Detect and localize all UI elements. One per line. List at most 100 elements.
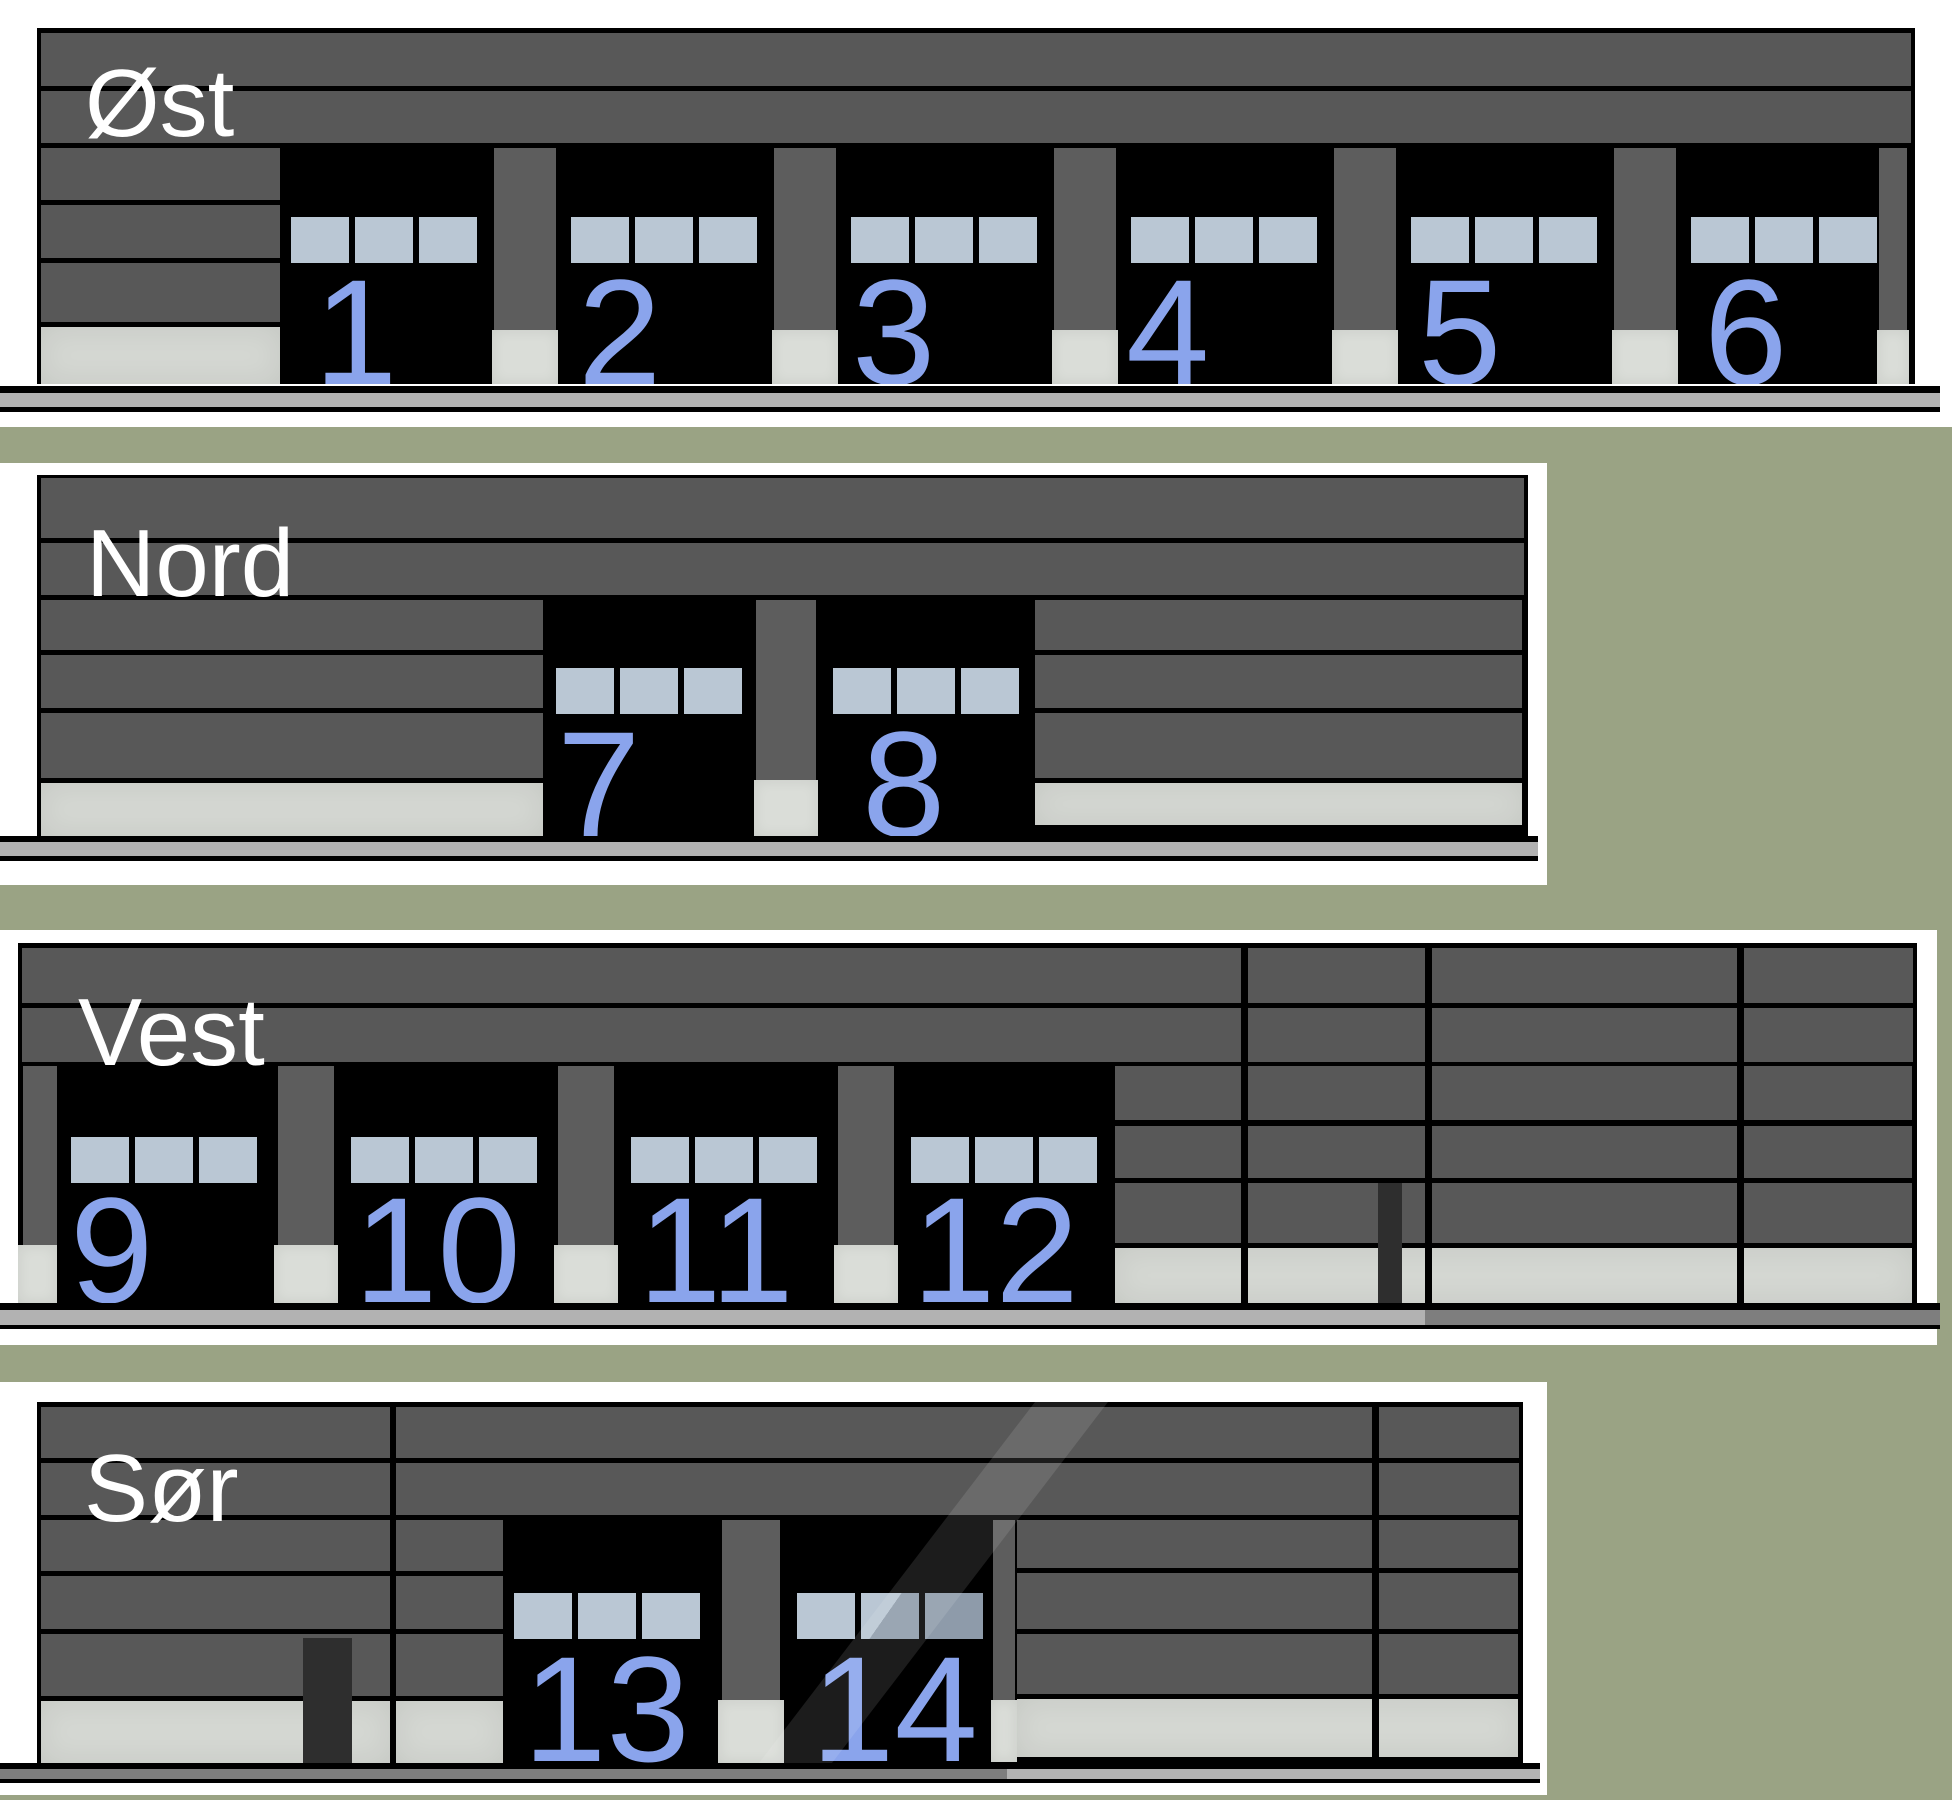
pier-footing: [772, 330, 838, 384]
door-window-strip: [571, 217, 757, 263]
concrete-base: [41, 783, 543, 836]
door-window: [897, 668, 955, 714]
door-window-strip: [911, 1137, 1097, 1183]
siding-band: [41, 205, 280, 258]
garage-door: 7: [545, 600, 752, 836]
door-window: [71, 1137, 129, 1183]
siding-band: [41, 1576, 390, 1629]
concrete-base: [396, 1701, 503, 1763]
door-number: 9: [70, 1166, 154, 1303]
siding-band: [22, 948, 1913, 1003]
siding-band: [41, 478, 1524, 538]
door-window: [1755, 217, 1813, 263]
door-window: [1259, 217, 1317, 263]
column-pier: [278, 1066, 334, 1245]
garage-door: 14: [786, 1520, 993, 1763]
siding-row: [1115, 1066, 1912, 1120]
door-window: [291, 217, 349, 263]
door-window: [1539, 217, 1597, 263]
door-number: 6: [1704, 248, 1788, 384]
column-pier: [1334, 148, 1396, 330]
ground-line: [0, 1763, 1540, 1769]
door-number: 1: [314, 248, 398, 384]
column-pier: [838, 1066, 894, 1245]
door-window-strip: [851, 217, 1037, 263]
siding-row: [1017, 1573, 1518, 1629]
door-window: [479, 1137, 537, 1183]
door-number: 3: [852, 248, 936, 384]
door-window: [684, 668, 742, 714]
ground-strip: [0, 393, 1940, 407]
ground-strip: [0, 1310, 1425, 1325]
siding-row: [1017, 1520, 1518, 1568]
door-window: [1691, 217, 1749, 263]
door-window: [1411, 217, 1469, 263]
wall-divider: [1241, 948, 1248, 1303]
pier-footing: [718, 1700, 784, 1763]
siding-band: [1035, 655, 1522, 708]
door-window: [419, 217, 477, 263]
ground-strip: [1007, 1769, 1540, 1779]
siding-band: [396, 1634, 503, 1696]
siding-band: [41, 543, 1524, 595]
door-window: [911, 1137, 969, 1183]
ground-line: [0, 1779, 1540, 1783]
door-window: [578, 1593, 636, 1639]
door-number: 2: [578, 248, 662, 384]
pier-footing: [1052, 330, 1118, 384]
elevation-label: Nord: [86, 510, 295, 617]
door-window: [699, 217, 757, 263]
door-window: [620, 668, 678, 714]
facade-nord: 7 8 Nord: [37, 475, 1528, 836]
column-pier: [558, 1066, 614, 1245]
ground-line: [0, 1325, 1940, 1329]
siding-band: [41, 600, 543, 650]
garage-door: 12: [900, 1066, 1109, 1303]
elevation-label: Øst: [85, 50, 235, 157]
facade-ost: 1 2 3 4 5 6: [37, 28, 1915, 384]
door-window-strip: [1691, 217, 1877, 263]
wall-divider: [1737, 948, 1744, 1303]
pier-footing: [834, 1245, 898, 1303]
recessed-joint: [303, 1638, 352, 1763]
door-window-strip: [291, 217, 477, 263]
door-number: 7: [557, 700, 641, 836]
door-window-strip: [351, 1137, 537, 1183]
concrete-base: [1017, 1699, 1518, 1757]
column-pier: [722, 1520, 780, 1700]
door-window: [631, 1137, 689, 1183]
siding-band: [41, 263, 280, 322]
garage-door: 8: [822, 600, 1020, 836]
facade-sor: 13 14 Sør: [37, 1402, 1523, 1763]
column-pier: [1054, 148, 1116, 330]
garage-door: 1: [280, 148, 490, 384]
wall-divider: [390, 1407, 396, 1763]
column-pier: [1614, 148, 1676, 330]
siding-band: [41, 148, 280, 200]
door-window: [556, 668, 614, 714]
pier-footing: [754, 780, 818, 836]
door-window-strip: [556, 668, 742, 714]
door-window-strip: [797, 1593, 983, 1639]
ground-line: [0, 386, 1940, 393]
garage-door: 5: [1400, 148, 1610, 384]
column-pier: [23, 1066, 57, 1245]
door-number: 14: [811, 1625, 978, 1763]
garage-door: 9: [60, 1066, 272, 1303]
door-window-strip: [631, 1137, 817, 1183]
siding-band: [41, 1463, 1519, 1515]
elevation-label: Vest: [78, 979, 265, 1086]
garage-door: 10: [340, 1066, 552, 1303]
door-window: [642, 1593, 700, 1639]
door-window-strip: [514, 1593, 700, 1639]
siding-band: [41, 91, 1911, 143]
column-pier: [993, 1520, 1015, 1700]
siding-band: [396, 1520, 503, 1571]
pier-footing: [554, 1245, 618, 1303]
ground-line: [0, 407, 1940, 412]
column-pier: [756, 600, 816, 780]
ground-strip: [1425, 1310, 1940, 1325]
door-window: [861, 1593, 919, 1639]
concrete-base: [1035, 783, 1522, 825]
